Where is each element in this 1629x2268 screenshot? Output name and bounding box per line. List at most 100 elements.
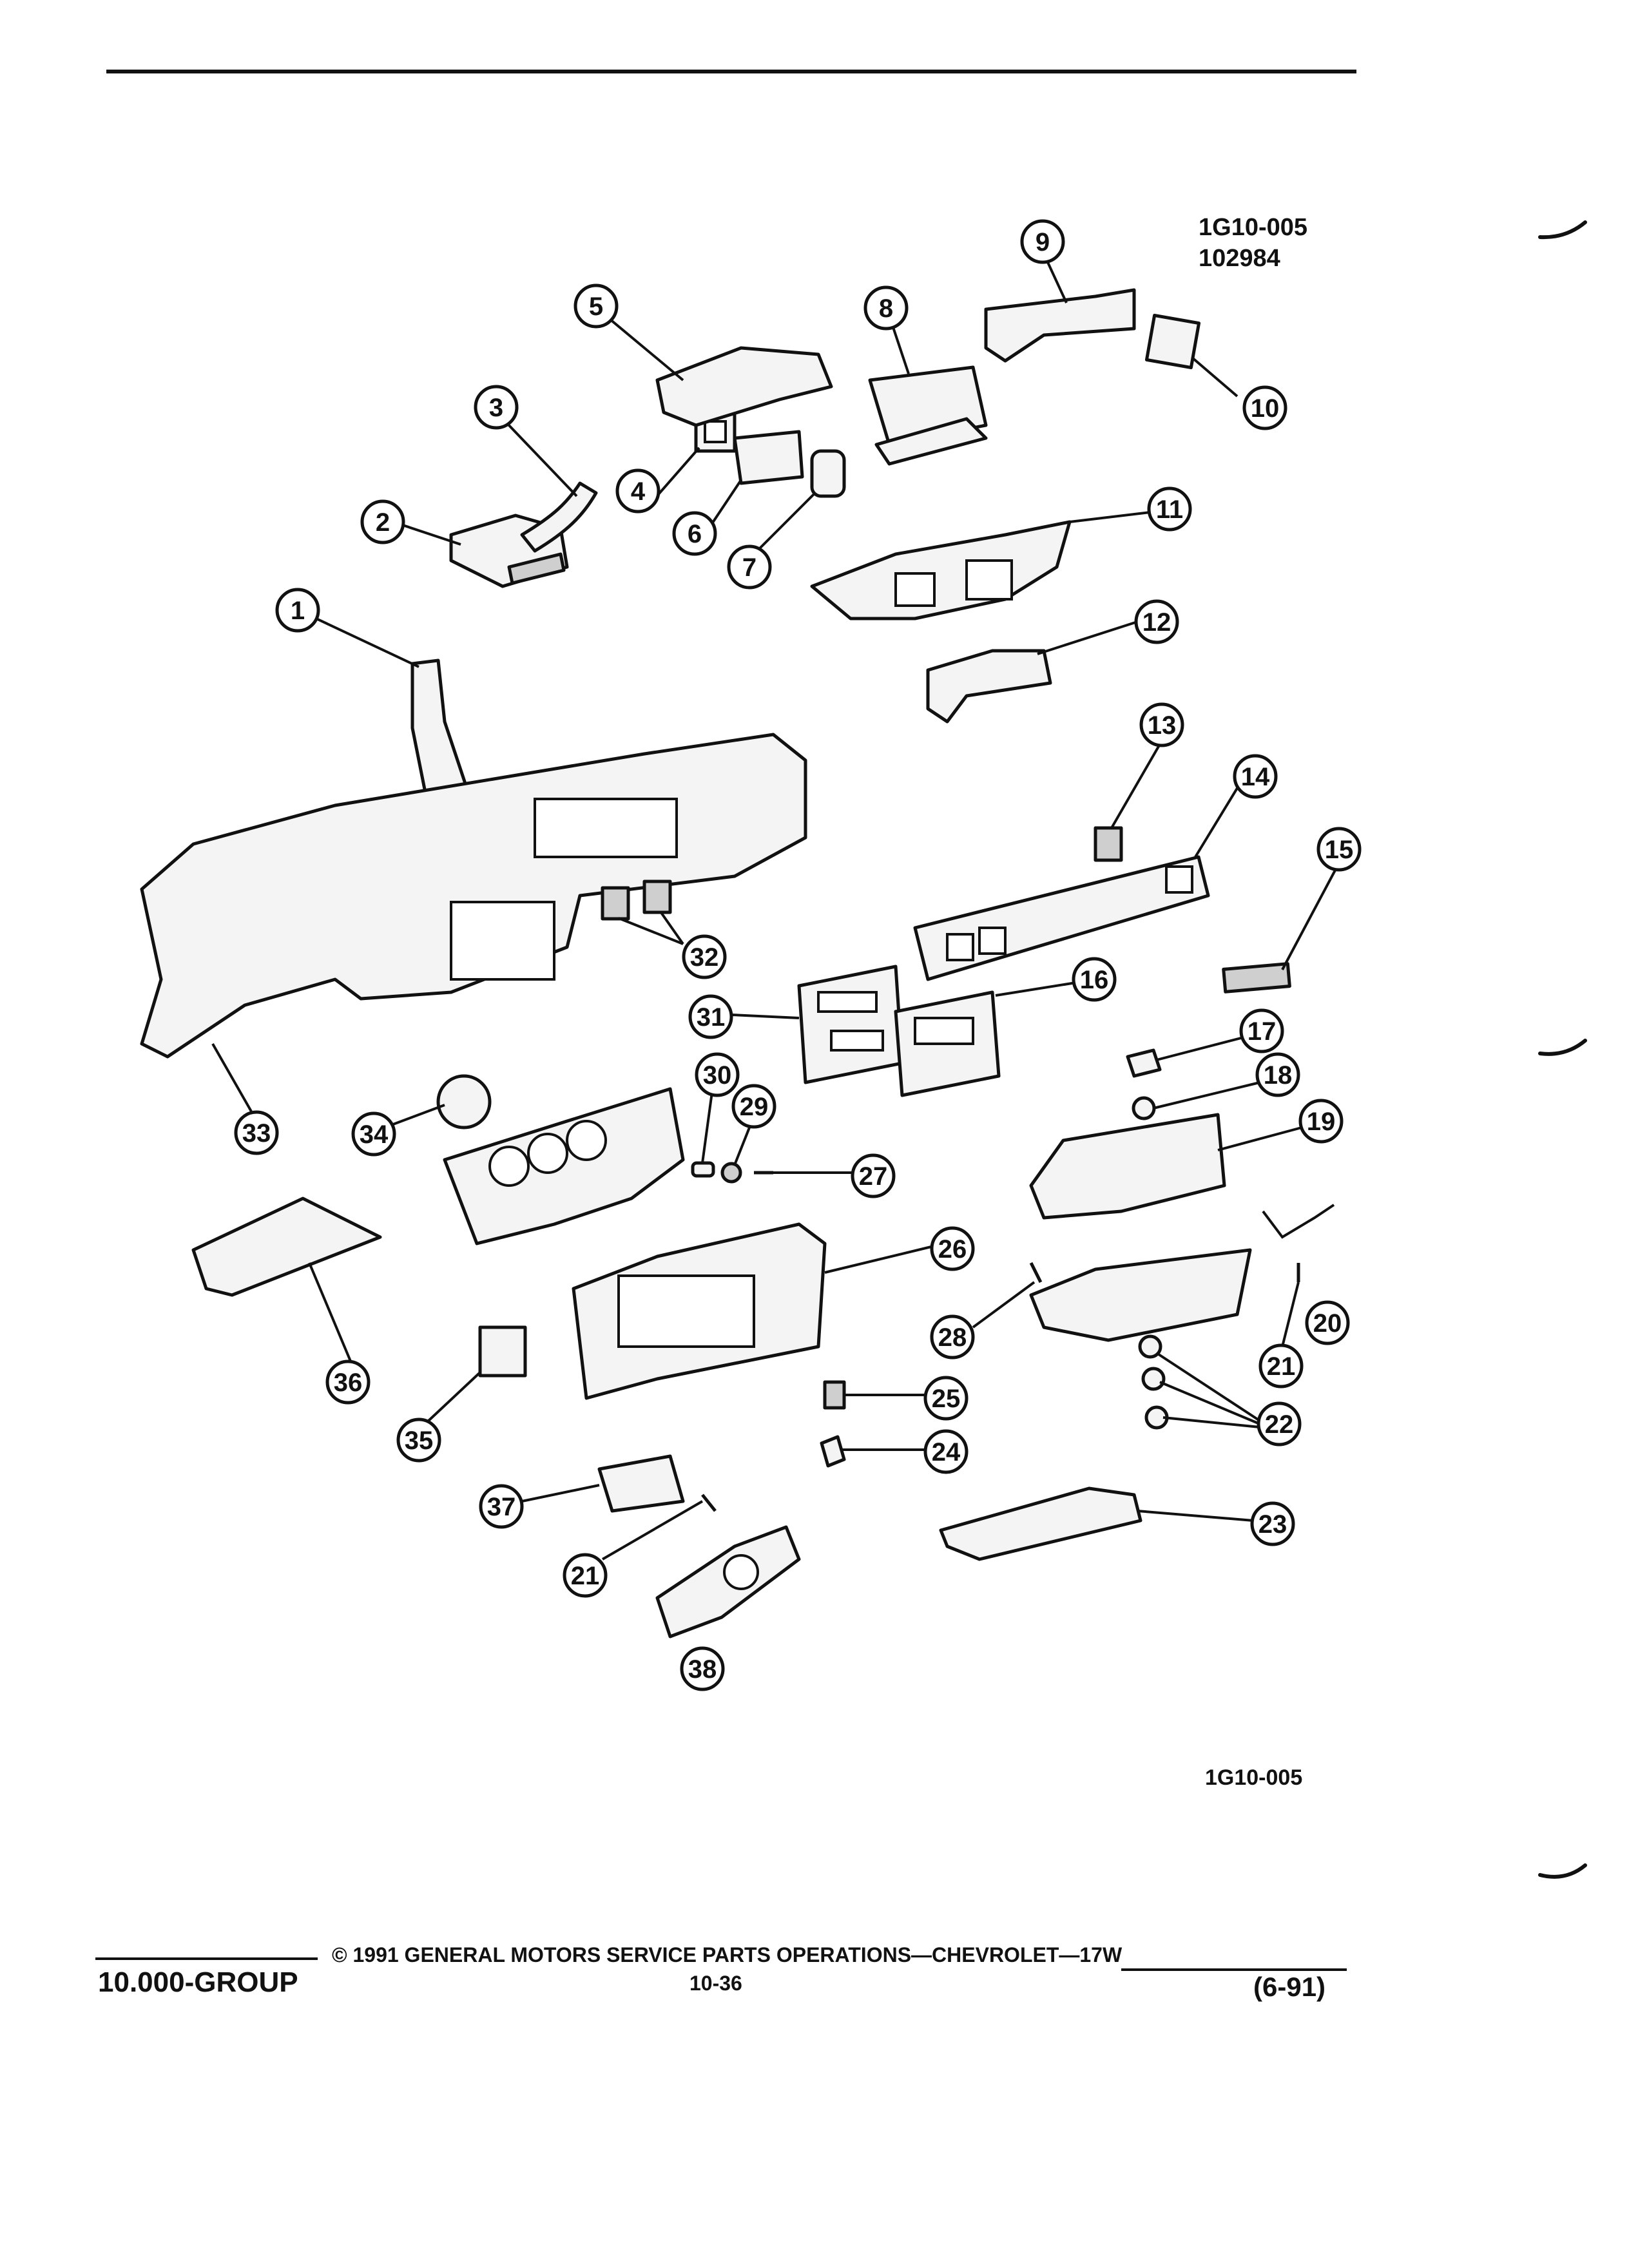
binding-mark-2 bbox=[1538, 1039, 1587, 1056]
part-cluster-dial-a bbox=[488, 1146, 530, 1187]
callout-circle-24 bbox=[923, 1429, 969, 1474]
leader-18 bbox=[1153, 1081, 1260, 1110]
part-14-switch-b bbox=[978, 927, 1007, 955]
callout-circle-5 bbox=[574, 284, 619, 329]
leader-3 bbox=[505, 421, 578, 497]
callout-circle-23 bbox=[1250, 1501, 1295, 1546]
callout-circle-6 bbox=[672, 511, 717, 556]
callout-label-4: 4 bbox=[631, 477, 646, 506]
callout-circle-14 bbox=[1233, 754, 1278, 799]
footer-group: 10.000-GROUP bbox=[98, 1966, 298, 1998]
part-10-vent bbox=[1144, 313, 1201, 370]
leader-23 bbox=[1137, 1510, 1254, 1522]
footer-rule-right bbox=[1121, 1968, 1347, 1971]
part-5-duct bbox=[655, 346, 833, 427]
callout-label-31: 31 bbox=[697, 1003, 726, 1032]
part-8-frame bbox=[874, 417, 988, 466]
callout-label-12: 12 bbox=[1142, 608, 1171, 637]
part-11-center-duct bbox=[810, 520, 1072, 620]
part-24-clip bbox=[820, 1435, 846, 1468]
callout-circle-12 bbox=[1134, 599, 1179, 644]
leader-33 bbox=[211, 1043, 253, 1112]
callout-label-21b: 21 bbox=[571, 1562, 600, 1590]
callout-circle-38 bbox=[680, 1646, 725, 1691]
leader-lines bbox=[211, 260, 1338, 1561]
callout-label-38: 38 bbox=[688, 1655, 717, 1684]
part-15-switch-strip bbox=[1222, 962, 1291, 994]
leader-12 bbox=[1037, 620, 1138, 655]
callout-circle-4 bbox=[615, 468, 660, 514]
callout-circle-28 bbox=[930, 1314, 975, 1360]
leader-11 bbox=[1069, 511, 1151, 523]
callout-circle-27 bbox=[851, 1153, 896, 1198]
callout-label-1: 1 bbox=[291, 597, 305, 625]
part-32-knob-a bbox=[601, 886, 630, 921]
leader-37 bbox=[521, 1484, 600, 1503]
callout-label-3: 3 bbox=[489, 394, 503, 422]
part-22-grommet-b bbox=[1141, 1367, 1166, 1391]
callout-label-27: 27 bbox=[859, 1162, 888, 1191]
part-2-slot bbox=[507, 552, 566, 585]
leader-22b bbox=[1159, 1381, 1260, 1425]
footer-copyright: © 1991 GENERAL MOTORS SERVICE PARTS OPER… bbox=[332, 1943, 1123, 1966]
leader-1 bbox=[309, 614, 419, 668]
part-23-lower-panel bbox=[939, 1486, 1142, 1561]
callout-circle-10 bbox=[1242, 385, 1287, 430]
part-3-hose bbox=[520, 481, 598, 553]
callout-label-36: 36 bbox=[334, 1369, 363, 1397]
leader-22c bbox=[1162, 1416, 1260, 1428]
binding-mark-3 bbox=[1538, 1863, 1587, 1879]
leader-21a bbox=[1281, 1282, 1300, 1347]
callout-circle-13 bbox=[1139, 702, 1184, 747]
callout-circle-36 bbox=[325, 1360, 371, 1405]
callout-circle-9 bbox=[1020, 219, 1065, 264]
part-28-screw bbox=[1029, 1262, 1043, 1283]
footer-page-number: 10-36 bbox=[689, 1972, 742, 1995]
leader-31 bbox=[731, 1014, 800, 1019]
leader-14 bbox=[1194, 782, 1242, 858]
leader-19 bbox=[1217, 1126, 1302, 1151]
part-25-clip bbox=[823, 1380, 846, 1410]
leader-34 bbox=[392, 1104, 445, 1126]
part-18-fastener bbox=[1132, 1096, 1156, 1120]
callout-label-30: 30 bbox=[703, 1061, 732, 1090]
part-36-under-panel bbox=[191, 1196, 382, 1297]
leader-13 bbox=[1110, 744, 1161, 829]
part-17-clip bbox=[1126, 1048, 1162, 1078]
leader-29 bbox=[733, 1124, 752, 1166]
leader-28 bbox=[972, 1281, 1036, 1329]
callout-circle-1 bbox=[275, 588, 320, 633]
callout-label-29: 29 bbox=[740, 1093, 769, 1121]
part-20-cable bbox=[1262, 1204, 1335, 1239]
callout-label-20: 20 bbox=[1313, 1309, 1342, 1338]
binding-marks bbox=[1538, 220, 1587, 1879]
callout-label-23: 23 bbox=[1258, 1510, 1287, 1539]
leader-9 bbox=[1046, 260, 1068, 303]
callout-circle-25 bbox=[923, 1376, 969, 1421]
callout-circle-21b bbox=[563, 1553, 608, 1598]
part-11-opening-b bbox=[965, 559, 1013, 601]
callout-label-6: 6 bbox=[688, 520, 702, 548]
callout-label-35: 35 bbox=[405, 1427, 434, 1455]
leader-15 bbox=[1281, 866, 1338, 970]
callout-label-2: 2 bbox=[376, 508, 390, 537]
part-14-switch-a bbox=[946, 933, 974, 961]
part-33-radio-opening bbox=[534, 798, 678, 858]
binding-mark-1 bbox=[1538, 220, 1587, 240]
callout-circle-29 bbox=[731, 1084, 776, 1129]
callout-label-26: 26 bbox=[938, 1235, 967, 1264]
part-31-radio-bezel bbox=[797, 965, 904, 1084]
callout-circle-22 bbox=[1257, 1401, 1302, 1446]
callout-label-11: 11 bbox=[1156, 495, 1183, 524]
header-rule bbox=[106, 70, 1356, 73]
part-32-knob-b bbox=[642, 879, 672, 914]
callout-circle-20 bbox=[1305, 1300, 1350, 1345]
callout-label-14: 14 bbox=[1241, 763, 1270, 791]
callout-circle-7 bbox=[727, 544, 772, 590]
callout-label-22: 22 bbox=[1265, 1410, 1294, 1439]
callout-circle-35 bbox=[396, 1418, 441, 1463]
callout-circle-18 bbox=[1255, 1052, 1300, 1097]
part-34-gauge bbox=[436, 1074, 492, 1129]
leader-30 bbox=[701, 1091, 713, 1164]
